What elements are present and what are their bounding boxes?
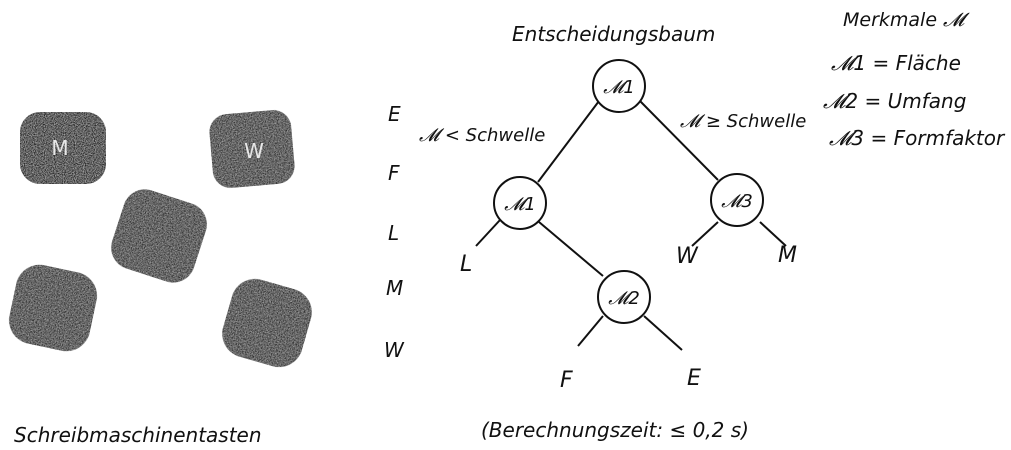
class-e: E xyxy=(388,102,401,126)
leaf-e: E xyxy=(687,366,701,391)
tree-title: Entscheidungsbaum xyxy=(512,22,715,46)
class-l: L xyxy=(388,221,399,245)
branch-label-less: 𝓜 < Schwelle xyxy=(419,125,545,146)
edge-leftright-f xyxy=(577,315,604,347)
edge-root-left xyxy=(537,100,600,183)
key-center xyxy=(111,189,207,283)
key-m: M xyxy=(20,112,106,184)
branch-label-greater: 𝓜 ≥ Schwelle xyxy=(680,111,806,132)
features-title: Merkmale 𝓜 xyxy=(843,9,970,31)
leaf-w: W xyxy=(676,244,699,269)
feature-m1: 𝓜1 = Fläche xyxy=(831,51,961,75)
class-w: W xyxy=(384,338,405,362)
node-right-label: 𝓜3 xyxy=(721,191,753,212)
node-leftright-label: 𝓜2 xyxy=(608,288,640,309)
node-leftright: 𝓜2 xyxy=(597,270,651,324)
edge-right-w xyxy=(691,221,719,247)
edge-right-m xyxy=(759,221,787,247)
edge-leftright-e xyxy=(643,315,683,351)
tree-edges xyxy=(475,100,787,351)
node-right: 𝓜3 xyxy=(710,173,764,227)
class-list: E F L M W xyxy=(384,102,405,362)
key-w-label: W xyxy=(244,139,264,163)
feature-m2: 𝓜2 = Umfang xyxy=(823,89,966,113)
node-root: 𝓜1 xyxy=(592,59,646,113)
compute-time: (Berechnungszeit: ≤ 0,2 s) xyxy=(481,418,749,442)
keys-caption: Schreibmaschinentasten xyxy=(14,423,262,447)
key-m-label: M xyxy=(51,136,68,160)
key-bottom-left xyxy=(9,264,97,352)
key-w: W xyxy=(209,110,295,188)
edge-left-leftright xyxy=(538,221,604,277)
leaf-m: M xyxy=(778,243,797,268)
leaf-f: F xyxy=(560,368,573,393)
key-bottom-right xyxy=(222,278,312,368)
class-f: F xyxy=(388,161,400,185)
decision-tree: Entscheidungsbaum 𝓜1 𝓜1 𝓜3 𝓜2 xyxy=(419,22,806,442)
edge-root-right xyxy=(639,100,719,181)
node-root-label: 𝓜1 xyxy=(603,77,635,98)
node-left-label: 𝓜1 xyxy=(504,194,536,215)
feature-list: Merkmale 𝓜 𝓜1 = Fläche 𝓜2 = Umfang 𝓜3 = … xyxy=(823,9,1006,150)
leaf-l: L xyxy=(460,252,472,277)
class-m: M xyxy=(386,276,403,300)
node-left: 𝓜1 xyxy=(493,176,547,230)
edge-left-l xyxy=(475,219,501,247)
feature-m3: 𝓜3 = Formfaktor xyxy=(829,126,1006,150)
keys-panel: M W Schreibmaschinentasten xyxy=(9,110,312,447)
